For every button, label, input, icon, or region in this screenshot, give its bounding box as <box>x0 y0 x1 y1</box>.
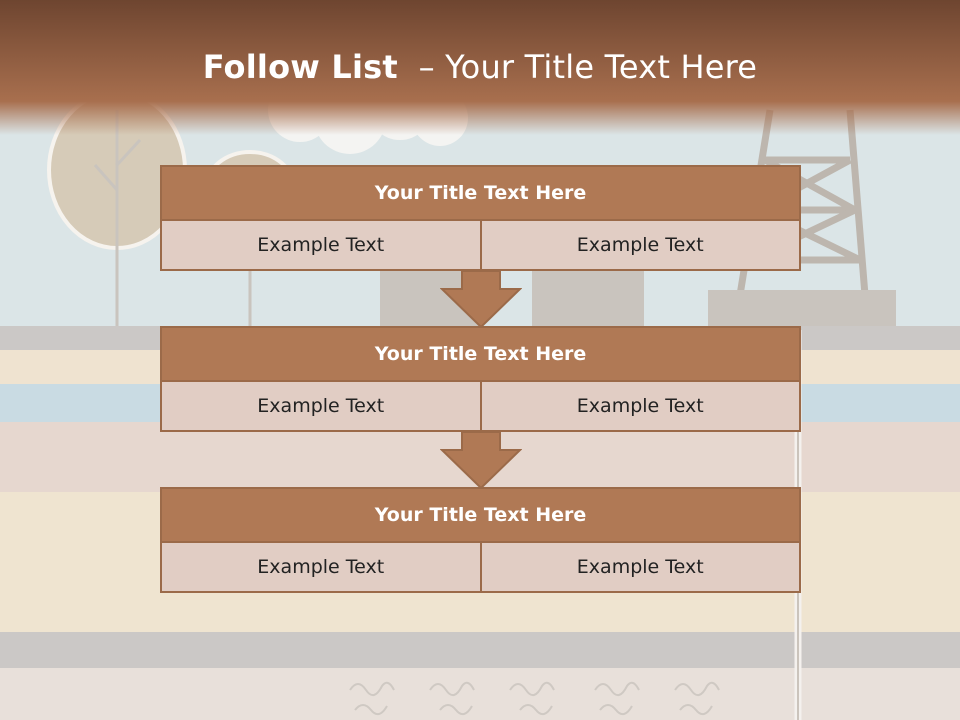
block-cell-right: Example Text <box>481 543 801 593</box>
block-cell-right: Example Text <box>481 221 801 271</box>
title-bold: Follow List <box>202 48 398 86</box>
title-rest: – Your Title Text Here <box>418 48 758 86</box>
down-arrow-icon <box>440 432 522 490</box>
block-cell-left: Example Text <box>160 543 482 593</box>
block-title: Your Title Text Here <box>160 326 801 382</box>
block-title: Your Title Text Here <box>160 165 801 221</box>
list-block-3: Your Title Text Here Example Text Exampl… <box>160 487 801 593</box>
block-cell-right: Example Text <box>481 382 801 432</box>
list-block-1: Your Title Text Here Example Text Exampl… <box>160 165 801 271</box>
down-arrow-icon <box>440 271 522 329</box>
list-block-2: Your Title Text Here Example Text Exampl… <box>160 326 801 432</box>
slide-title: Follow List – Your Title Text Here <box>0 48 960 86</box>
block-title: Your Title Text Here <box>160 487 801 543</box>
block-cell-left: Example Text <box>160 382 482 432</box>
block-cell-left: Example Text <box>160 221 482 271</box>
fracture-marks <box>349 681 720 716</box>
